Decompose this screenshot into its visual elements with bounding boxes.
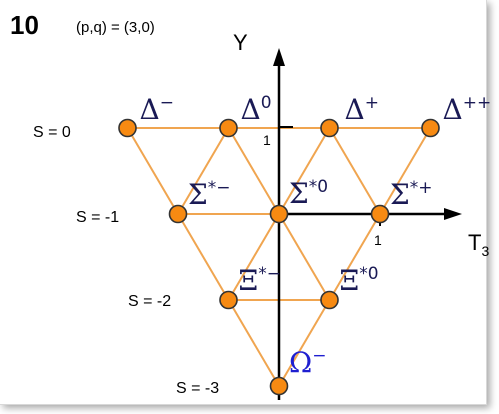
lattice-edge (126, 127, 179, 215)
label-sigma-star-minus-symbol: Σ (188, 178, 208, 211)
figure-frame: 10 (p,q) = (3,0) Y T3 1 1 S = 0 S = -1 S… (0, 0, 491, 405)
node-xi-star-minus (219, 290, 238, 310)
label-delta-plus: Δ+ (345, 93, 379, 126)
node-delta-plus (320, 118, 339, 138)
label-delta-plus-superscript: + (365, 93, 379, 113)
label-sigma-star-minus: Σ*− (188, 178, 231, 211)
label-sigma-star-plus-superscript: *+ (410, 178, 433, 198)
strangeness-label-minus-2: S = -2 (128, 293, 171, 310)
node-xi-star-zero (320, 290, 339, 310)
label-omega-minus-symbol: Ω (289, 346, 312, 379)
label-delta-zero-symbol: Δ (241, 93, 261, 126)
lattice-edge (328, 127, 381, 215)
label-delta-zero: Δ0 (241, 93, 272, 126)
label-sigma-star-plus-symbol: Σ (390, 178, 410, 211)
lattice-edge (278, 299, 331, 387)
lattice-edge (278, 213, 331, 301)
node-sigma-star-zero (269, 204, 289, 224)
node-delta-plusplus (421, 118, 440, 138)
label-sigma-star-minus-superscript: *− (208, 178, 231, 198)
lattice-edge (227, 213, 280, 301)
node-delta-minus (118, 118, 137, 138)
label-delta-plusplus-superscript: ++ (463, 93, 492, 113)
strangeness-label-minus-1: S = -1 (76, 209, 119, 226)
strangeness-label-0: S = 0 (33, 124, 71, 141)
label-xi-star-zero: Ξ*0 (340, 264, 379, 297)
label-sigma-star-zero-superscript: *0 (309, 177, 328, 197)
label-xi-star-zero-symbol: Ξ (340, 264, 360, 297)
x-axis-label: T3 (468, 230, 489, 259)
y-tick-label: 1 (263, 132, 271, 148)
weight-nodes (118, 118, 440, 396)
node-delta-zero (219, 118, 238, 138)
y-axis-label: Y (233, 30, 248, 55)
label-xi-star-minus-symbol: Ξ (239, 264, 259, 297)
strangeness-label-minus-3: S = -3 (176, 380, 219, 397)
label-xi-star-minus-superscript: *− (258, 264, 281, 284)
x-axis-label-subscript: 3 (481, 243, 489, 259)
label-delta-zero-superscript: 0 (261, 93, 272, 113)
y-axis-arrowhead (273, 48, 285, 66)
label-sigma-star-plus: Σ*+ (390, 178, 433, 211)
label-delta-minus: Δ− (140, 93, 174, 126)
axes: Y T3 1 1 (233, 30, 489, 400)
lattice-edge (177, 213, 230, 301)
x-axis-arrowhead (444, 208, 462, 220)
label-sigma-star-zero-symbol: Σ (289, 177, 309, 210)
lattice-edge (227, 127, 280, 215)
node-sigma-star-minus (168, 204, 188, 224)
label-xi-star-minus: Ξ*− (239, 264, 281, 297)
lattice-edge (328, 213, 381, 301)
figure-number: 10 (10, 10, 39, 40)
label-delta-plus-symbol: Δ (345, 93, 365, 126)
x-tick-label: 1 (374, 232, 382, 248)
label-omega-minus-superscript: − (312, 346, 326, 366)
label-xi-star-zero-superscript: *0 (359, 264, 378, 284)
label-delta-minus-symbol: Δ (140, 93, 160, 126)
label-delta-plusplus: Δ++ (443, 93, 492, 126)
label-omega-minus: Ω− (289, 346, 326, 379)
node-sigma-star-plus (370, 204, 390, 224)
pq-label: (p,q) = (3,0) (76, 19, 155, 36)
x-axis-label-main: T (468, 230, 481, 255)
label-delta-minus-superscript: − (160, 93, 174, 113)
lattice-edge (278, 127, 331, 215)
node-omega-minus (269, 376, 289, 396)
label-delta-plusplus-symbol: Δ (443, 93, 463, 126)
label-sigma-star-zero: Σ*0 (289, 177, 328, 210)
lattice-edge (379, 127, 432, 215)
lattice-edge (227, 299, 280, 387)
lattice-edge (177, 127, 230, 215)
